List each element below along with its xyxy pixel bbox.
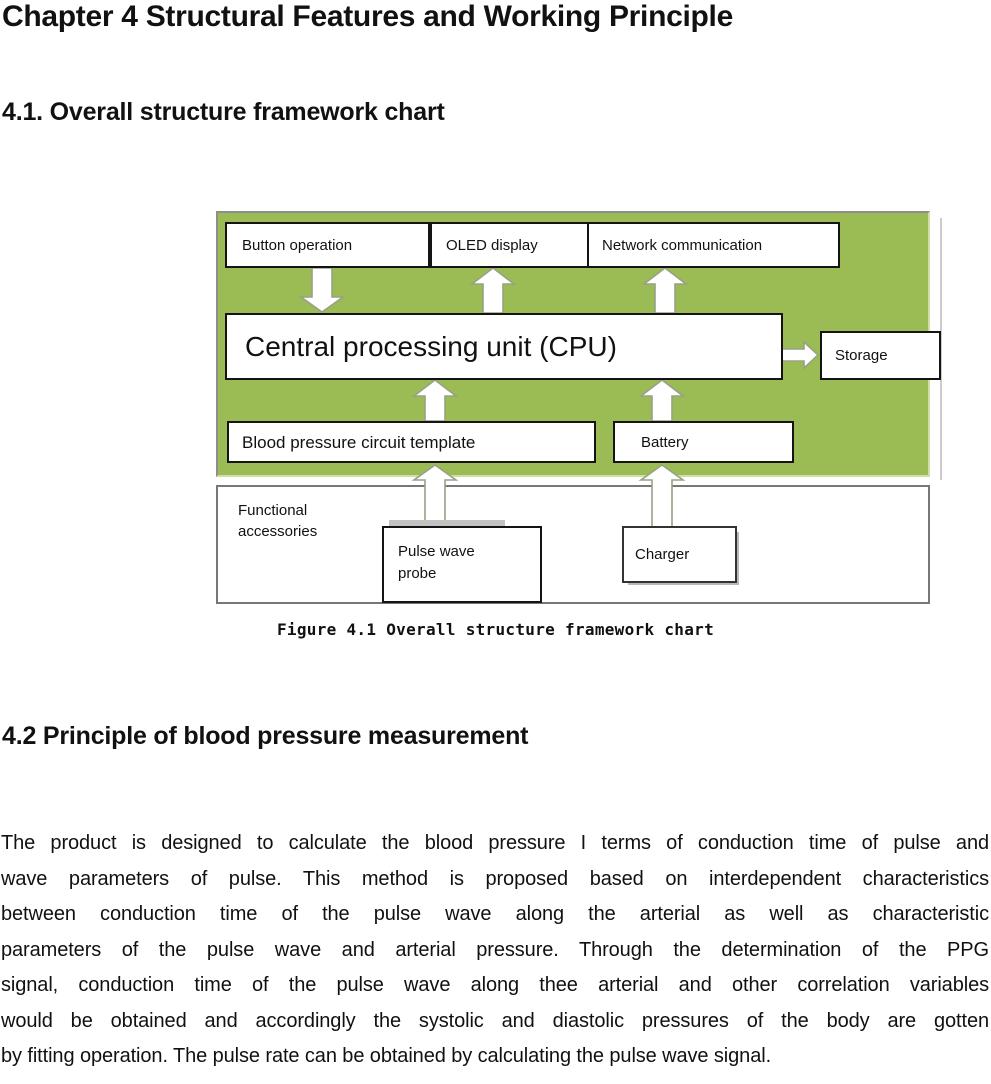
figure-caption: Figure 4.1 Overall structure framework c…: [276, 620, 715, 639]
block-network-communication: Network communication: [587, 222, 840, 268]
paragraph-line: between conduction time of the pulse wav…: [1, 903, 989, 925]
block-storage: Storage: [820, 331, 941, 380]
pulse-wave-probe-line2: probe: [398, 565, 437, 582]
block-battery: Battery: [613, 421, 794, 463]
paragraph-line: The product is designed to calculate the…: [1, 832, 989, 854]
functional-accessories-label: Functional accessories: [238, 500, 317, 542]
framework-diagram: Button operation OLED display Network co…: [216, 208, 942, 608]
pulse-wave-probe-line1: Pulse wave: [398, 543, 475, 560]
section-4-2-title: 4.2 Principle of blood pressure measurem…: [2, 722, 529, 750]
functional-accessories-line2: accessories: [238, 523, 318, 540]
chapter-title: Chapter 4 Structural Features and Workin…: [2, 0, 733, 33]
block-pulse-wave-probe: Pulse wave probe: [382, 520, 542, 603]
paragraph-line: by fitting operation. The pulse rate can…: [1, 1045, 772, 1067]
block-blood-pressure-template: Blood pressure circuit template: [227, 421, 596, 463]
functional-accessories-panel: [216, 485, 930, 604]
paragraph-line: would be obtained and accordingly the sy…: [1, 1009, 989, 1032]
paragraph-line: wave parameters of pulse. This method is…: [1, 867, 989, 890]
block-oled-display: OLED display: [430, 222, 594, 268]
section-4-1-title: 4.1. Overall structure framework chart: [2, 98, 445, 126]
block-cpu: Central processing unit (CPU): [225, 313, 783, 380]
block-button-operation: Button operation: [225, 222, 430, 268]
functional-accessories-line1: Functional: [238, 502, 308, 519]
block-charger: Charger: [622, 526, 737, 583]
body-paragraph: The product is designed to calculate the…: [1, 826, 989, 1075]
paragraph-line: parameters of the pulse wave and arteria…: [1, 938, 989, 961]
panel-shadow: [940, 218, 942, 480]
paragraph-line: signal, conduction time of the pulse wav…: [1, 974, 989, 996]
